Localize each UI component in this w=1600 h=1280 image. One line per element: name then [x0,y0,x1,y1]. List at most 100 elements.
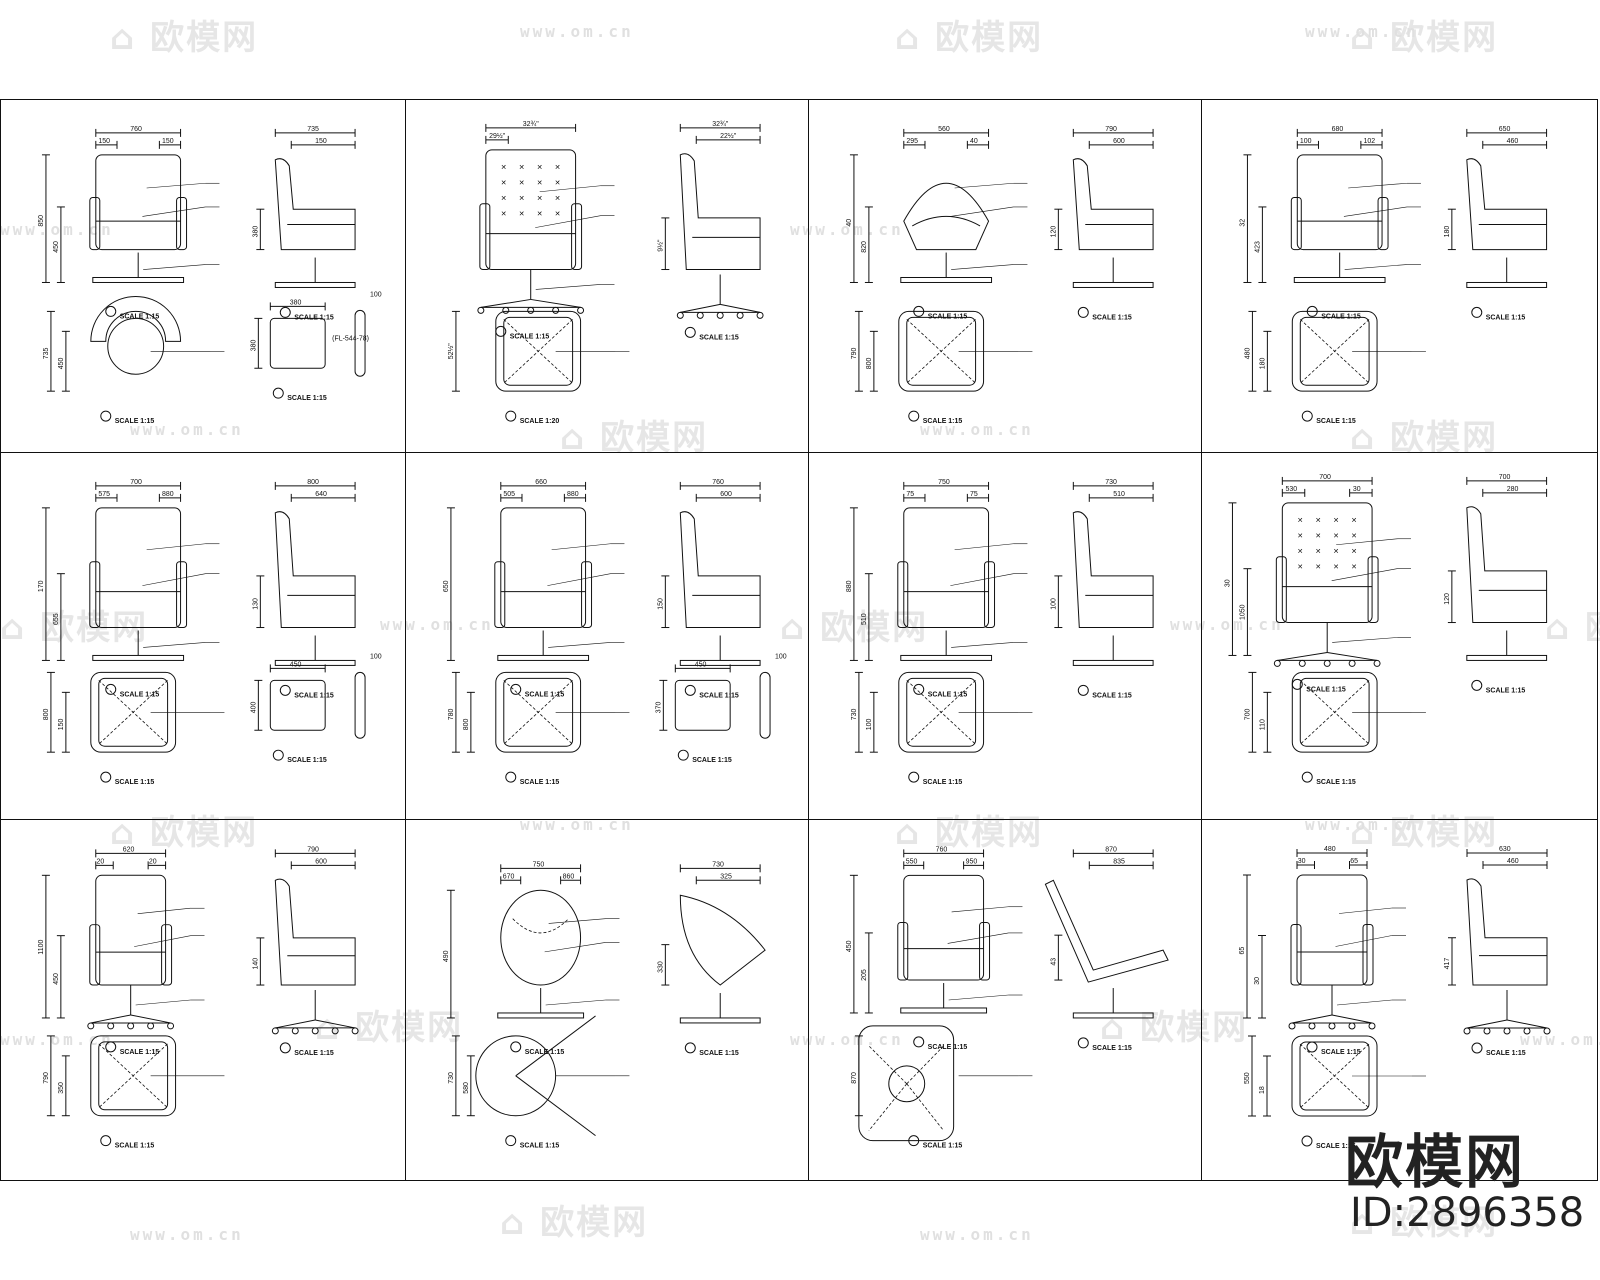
scale-label: SCALE 1:15 [294,1050,334,1057]
caster-wheel [291,1027,299,1035]
chair-side-profile [274,511,356,629]
caster-wheel [147,1022,155,1030]
dimension-label: 423 [1254,241,1261,253]
caster-wheel [716,311,724,319]
dimension-label: 417 [1444,958,1451,970]
chair-base [900,654,993,661]
dimension-label: 325 [720,873,732,880]
dimension-label: 30 [1298,858,1306,865]
leader-line [1343,206,1408,217]
view-marker-circle [105,1041,117,1053]
chair-arm [1362,924,1374,986]
leader-line [1344,264,1408,270]
scale-label: SCALE 1:15 [287,757,327,764]
dimension-label: 1050 [1239,604,1246,620]
dimension-label: 102 [1363,138,1375,145]
view-marker-circle [105,683,117,695]
dimension-label: 550 [906,858,918,865]
dimension-label: 480 [1244,348,1251,360]
tuft-button: ✕ [537,196,543,203]
dimension-label: 9½" [656,239,664,252]
leader-line [143,642,206,648]
base-leg-hidden [868,1045,908,1085]
dimension-label: 100 [1300,138,1312,145]
view-marker-circle [100,410,112,422]
dimension-label: 730 [851,709,858,721]
leader-line [146,543,206,551]
scale-label: SCALE 1:15 [928,313,968,320]
caster-wheel [736,311,744,319]
dimension-label: 100 [1050,598,1057,610]
base-leg-hidden [906,1083,944,1131]
dimension-label: 32 [1239,219,1246,227]
base-hub [888,1065,926,1103]
view-marker-circle [908,410,920,422]
tuft-button: ✕ [501,211,507,218]
chair-arm [897,921,909,981]
dimension-label: 43 [1050,958,1057,966]
dimension-label: 800 [307,479,319,486]
dimension-label: 110 [1259,719,1266,730]
tuft-button: ✕ [1315,549,1321,556]
chair-base-leg [130,1014,171,1024]
scale-label: SCALE 1:15 [928,691,968,698]
scale-label: SCALE 1:15 [699,1050,739,1057]
chair-shell [903,182,990,251]
tuft-button: ✕ [537,211,543,218]
dimension-label: 40 [846,219,853,227]
leader-line [950,573,1014,586]
dimension-label: 835 [1113,858,1125,865]
leader-line [535,215,601,228]
dimension-label: 640 [315,491,327,498]
leader-line [951,264,1014,270]
dimension-label: 450 [53,973,60,985]
dimension-label: 150 [657,598,664,610]
chair-arm [494,561,506,629]
base-leg-hidden [98,680,168,745]
chair-shell [500,889,582,986]
dimension-label: 800 [866,357,873,369]
base-leg-hidden [503,319,573,384]
chair-base [900,276,993,283]
dimension-label: 760 [712,479,724,486]
leader-line [544,942,606,953]
dimension-label: 790 [307,846,319,853]
view-marker-circle [908,1135,920,1147]
dimension-label: 450 [58,357,65,369]
dimension-label: 20 [97,858,105,865]
dimension-label: 510 [1113,491,1125,498]
dimension-label: 820 [861,241,868,253]
caster-wheel [1523,1027,1531,1035]
chair-arm [89,561,101,629]
caster-wheel [127,1022,135,1030]
chair-base [92,654,185,661]
tuft-button: ✕ [1297,533,1303,540]
view-marker-circle [505,410,517,422]
dimension-label: 550 [1244,1072,1251,1084]
caster-wheel [331,1027,339,1035]
view-marker-circle [1301,1135,1313,1147]
leader-line [548,642,611,648]
dimension-label: 18 [1259,1086,1266,1094]
dimension-label: 1100 [38,940,45,955]
dimension-label: 880 [846,580,853,592]
dimension-label: 700 [1499,474,1511,481]
dimension-label: 580 [463,1082,470,1094]
chair-base [1072,1012,1154,1019]
leader-line [146,182,206,189]
chair-side-profile [1466,506,1548,624]
dimension-label: 700 [1244,709,1251,721]
caster-wheel [1298,659,1306,667]
chair-base [679,659,761,666]
dimension-label: 880 [162,491,174,498]
leader-line [535,284,601,290]
caster-wheel [676,311,684,319]
scale-label: SCALE 1:15 [699,334,739,341]
dimension-label: 630 [1499,846,1511,853]
scale-label: SCALE 1:15 [1321,1049,1361,1056]
view-marker-circle [1077,1037,1089,1049]
dimension-label: 350 [58,1082,65,1094]
